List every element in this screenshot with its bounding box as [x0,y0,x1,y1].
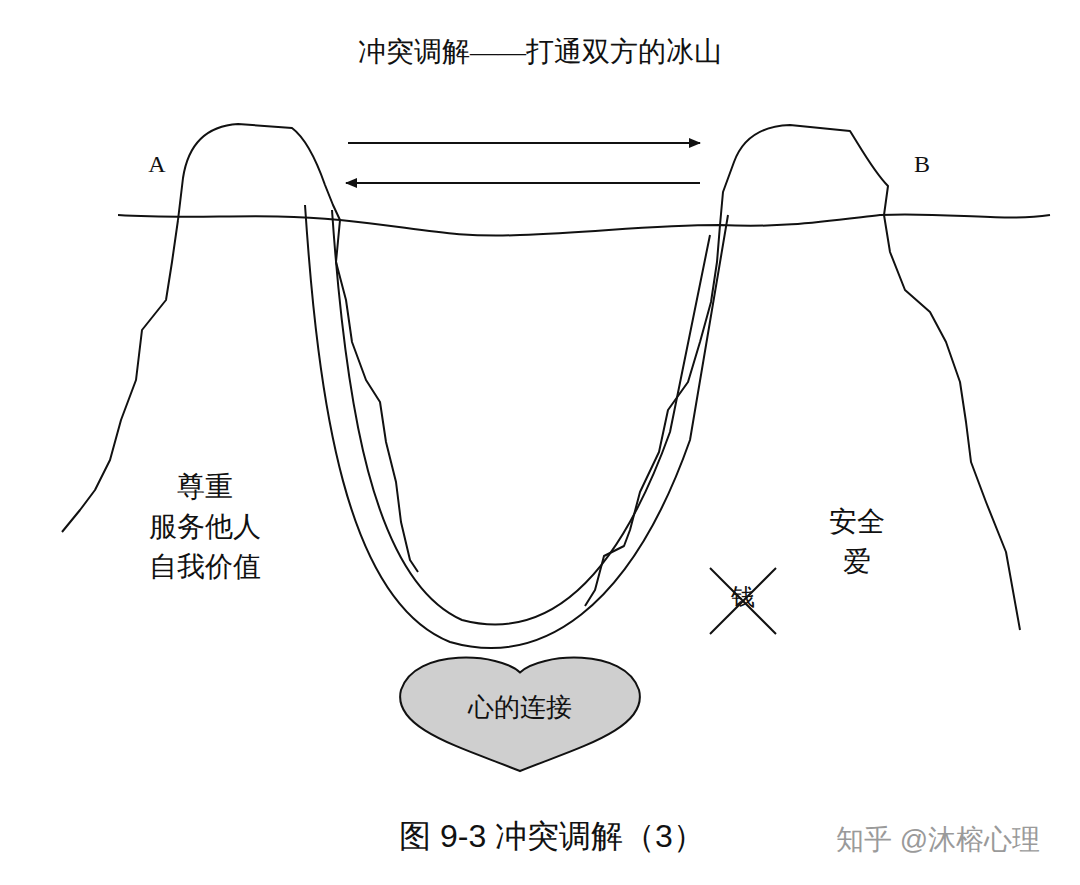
arrow-b-to-a [346,182,700,184]
watermark: 知乎 @沐榕心理 [836,820,1040,859]
arrow-a-to-b [348,142,700,144]
cross-out-mark [710,568,776,634]
tunnel-inner [332,210,710,625]
party-label: A [148,148,165,182]
crossed-out-word: 钱 [731,581,755,615]
diagram-title: 冲突调解——打通双方的冰山 [358,32,722,71]
inner-needs: 安全 爱 [823,502,890,582]
inner-needs: 尊重 服务他人 自我价值 [143,467,266,587]
iceberg-b-right [884,215,1020,630]
water-line [118,214,1050,235]
heart-fill [400,658,640,771]
party-label: B [914,148,930,182]
tunnel-outer [305,205,728,648]
iceberg-a-left [62,220,178,532]
iceberg-b-tip [720,125,888,225]
iceberg-a-tip [178,124,340,220]
heart-shape: 心的连接 [395,651,645,773]
iceberg-a-right [336,220,418,572]
cross-out-mark [710,568,776,634]
figure-caption: 图 9-3 冲突调解（3） [399,814,705,859]
node-text: 心的连接 [468,690,572,725]
